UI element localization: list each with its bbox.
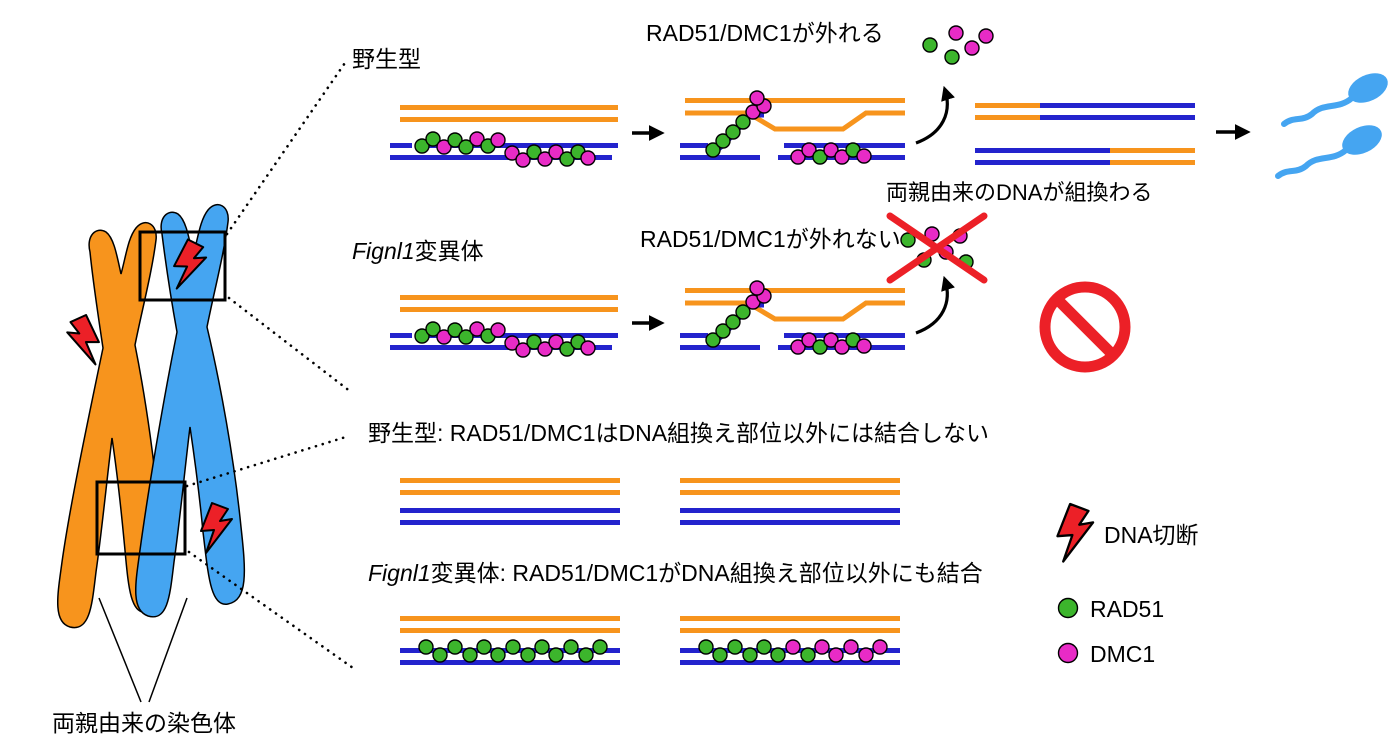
legend-rad51-label: RAD51 [1090, 596, 1165, 622]
callout-line [227, 296, 353, 394]
recombined-dna-products [975, 103, 1195, 165]
wildtype-recombination-row [389, 25, 1393, 176]
recombination-result-label: 両親由来のDNAが組換わる [886, 180, 1153, 205]
mutant-label: Fignl1変異体 [352, 238, 484, 266]
orange-chromosome [57, 221, 164, 629]
chromosomes-caption: 両親由来の染色体 [52, 710, 236, 736]
pointer-line [148, 597, 188, 703]
wildtype-binding-row [400, 478, 900, 525]
mutant-gene-name: Fignl1 [352, 238, 415, 264]
prohibited-icon [1039, 281, 1131, 373]
mutant-binding-label: Fignl1変異体: RAD51/DMC1がDNA組換え部位以外にも結合 [368, 560, 983, 588]
mutant-title: RAD51/DMC1が外れない [640, 226, 901, 252]
dna-break-bolt-icon [65, 313, 102, 368]
callout-line [185, 434, 351, 488]
naked-dna-left [400, 478, 620, 525]
dsb-dna-diagram [389, 294, 619, 358]
release-arrow-icon [915, 85, 955, 145]
naked-dna-right [680, 478, 900, 525]
callout-line [187, 550, 355, 670]
rad51-dot-icon [1057, 597, 1079, 619]
sperm-icon [1278, 119, 1387, 176]
wildtype-label: 野生型 [352, 46, 421, 72]
strand-invasion-diagram [680, 91, 905, 164]
crossed-out-icon [886, 212, 988, 284]
coated-dna-right [679, 615, 901, 666]
legend-dmc1-label: DMC1 [1090, 641, 1156, 667]
mutant-binding-row [399, 615, 901, 666]
strand-invasion-diagram [680, 281, 905, 354]
zoom-box-top [138, 230, 227, 302]
dmc1-dot-icon [1057, 642, 1079, 664]
released-proteins [922, 25, 994, 65]
chromosome-pair [57, 58, 355, 703]
mutant-label-suffix: 変異体 [414, 238, 484, 264]
legend-dna-break-label: DNA切断 [1104, 522, 1199, 548]
wildtype-binding-label: 野生型: RAD51/DMC1はDNA組換え部位以外には結合しない [368, 420, 990, 446]
coated-dna-left [399, 615, 621, 666]
dsb-dna-diagram [389, 104, 619, 168]
zoom-box-bottom [95, 480, 187, 556]
pointer-line [98, 597, 142, 703]
sperm-icon [1284, 67, 1393, 124]
release-arrow-icon [915, 275, 955, 335]
crossed-out-proteins [886, 212, 988, 284]
mutant-binding-label-suffix: 変異体: RAD51/DMC1がDNA組換え部位以外にも結合 [430, 560, 983, 586]
dna-break-bolt-icon [1056, 502, 1095, 563]
callout-line [225, 58, 349, 236]
mutant-recombination-row [389, 212, 1131, 373]
legend [1056, 502, 1095, 664]
mutant-binding-gene-name: Fignl1 [368, 560, 431, 586]
wildtype-title: RAD51/DMC1が外れる [646, 20, 884, 46]
